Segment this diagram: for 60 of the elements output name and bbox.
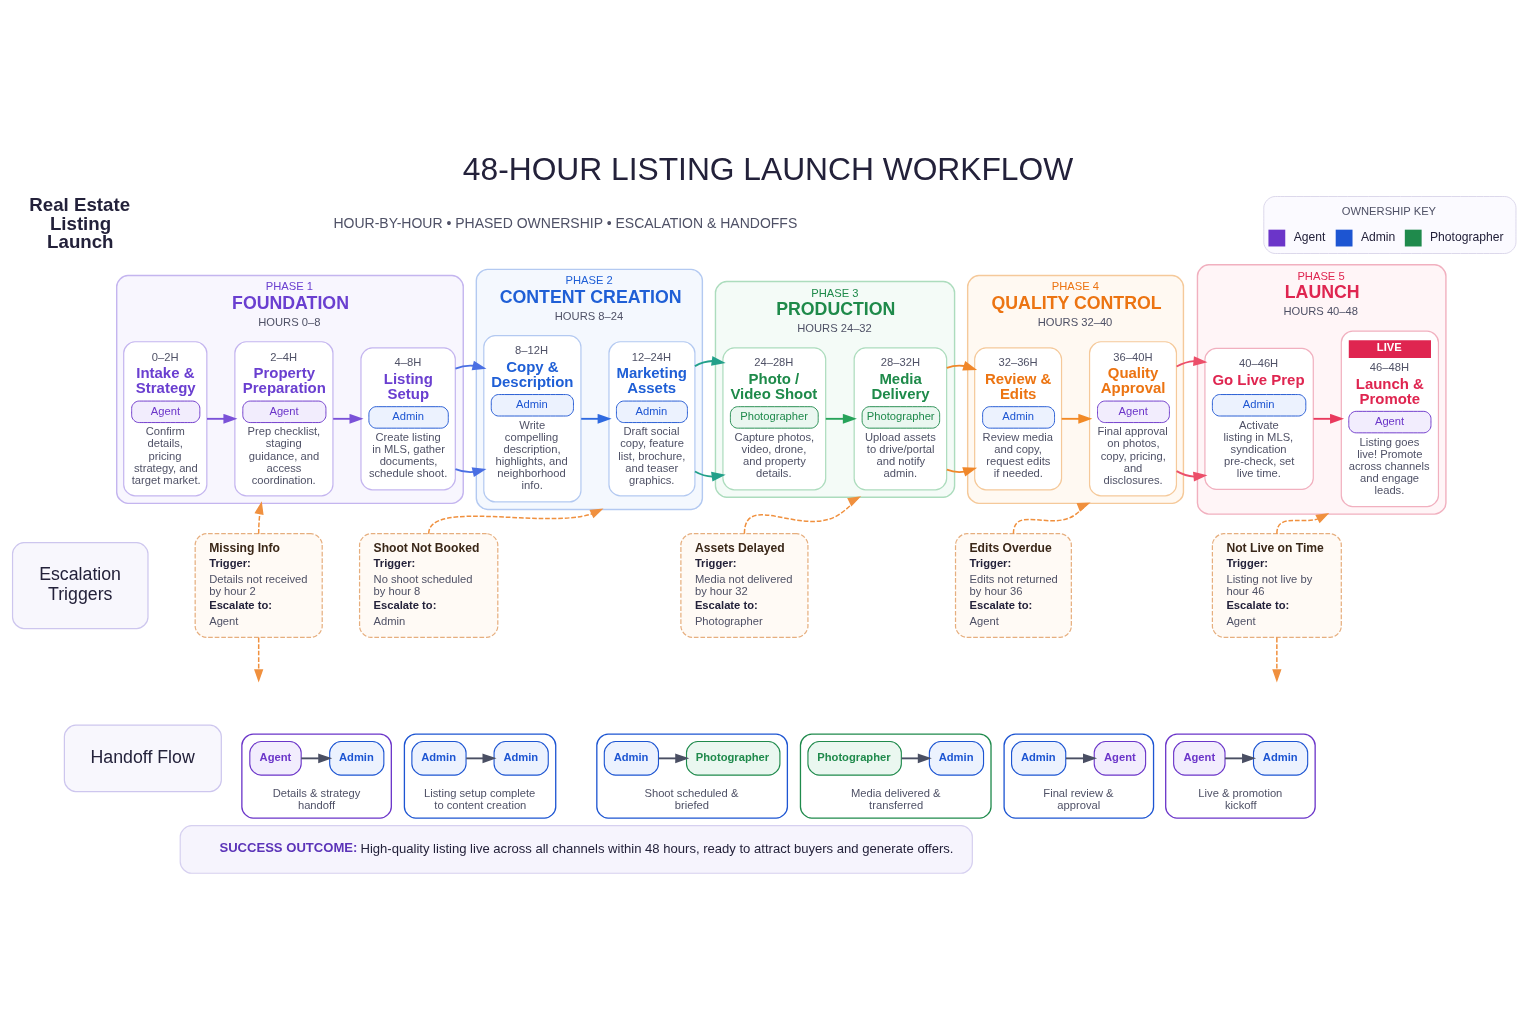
arrow: [254, 636, 264, 683]
node-box: Agent: [1173, 741, 1226, 776]
arrow: [743, 496, 862, 535]
arrow: [580, 413, 612, 424]
node-box: Edits Overdue Trigger: Edits not returned by hour 36 Escalate to: Agent: [954, 533, 1072, 638]
node-box: 0–2H Intake & Strategy Agent Confirm details, pricing strategy, and target market.: [123, 341, 208, 497]
arrow: [427, 508, 604, 535]
arrow: [254, 501, 264, 535]
node-box: Admin: [928, 741, 985, 776]
node-box: Agent: [1093, 741, 1147, 776]
node-box: Admin: [1011, 741, 1067, 776]
arrow: [945, 361, 978, 477]
arrow: [694, 356, 726, 482]
node-box: Escalation Triggers: [11, 542, 149, 630]
node-box: 12–24H Marketing Assets Admin Draft social copy, feature list, brochure, and teaser graphics.: [608, 341, 696, 497]
arrow: [657, 753, 690, 764]
arrow: [300, 753, 333, 764]
node-box: 24–28H Photo / Video Shoot Photographer Capture photos, video, drone, and property details.: [722, 347, 827, 491]
arrow: [206, 413, 238, 424]
node-box: Photographer: [685, 741, 781, 776]
arrow: [332, 413, 364, 424]
node-box: 40–46H Go Live Prep Admin Activate listing in MLS, syndication pre-check, set live time.: [1204, 347, 1314, 490]
arrow: [824, 413, 857, 424]
diagram-title: 48-HOUR LISTING LAUNCH WORKFLOW: [462, 150, 1074, 187]
arrow: [1175, 356, 1208, 482]
node-box: 28–32H Media Delivery Photographer Upload assets to drive/portal and notify admin.: [853, 347, 948, 491]
node-box: Admin: [329, 741, 385, 776]
node-box: SUCCESS OUTCOME: High-quality listing live across all channels within 48 hours, ready to attract buyers and generate offers.: [179, 825, 973, 874]
arrow: [454, 360, 487, 477]
node-box: Admin: [1252, 741, 1309, 776]
node-box: Missing Info Trigger: Details not received by hour 2 Escalate to: Agent: [194, 533, 323, 638]
arrow: [465, 753, 497, 764]
label: HOUR-BY-HOUR • PHASED OWNERSHIP • ESCALATION & HANDOFFS: [333, 214, 798, 231]
arrow: [900, 753, 932, 764]
node-box: 36–40H Quality Approval Agent Final approval on photos, copy, pricing, and disclosures.: [1088, 341, 1178, 497]
node-box: LIVE 46–48H Launch & Promote Agent Listing goes live! Promote across channels and engage leads.: [1340, 330, 1440, 508]
legend-label: Agent: [1293, 230, 1326, 245]
node-box: Shoot Not Booked Trigger: No shoot scheduled by hour 8 Escalate to: Admin: [358, 533, 499, 638]
node-box: 8–12H Copy & Description Admin Write compelling description, highlights, and neighborhood info.: [483, 335, 582, 503]
node-box: Admin: [411, 741, 467, 776]
legend-label: Photographer: [1430, 230, 1504, 245]
node-box: Handoff Flow: [63, 724, 222, 793]
node-box: Admin: [603, 741, 660, 776]
arrow: [1060, 413, 1093, 424]
label: Real Estate Listing Launch: [29, 193, 131, 253]
arrow: [1065, 753, 1098, 764]
node-box: 4–8H Listing Setup Admin Create listing in MLS, gather documents, schedule shoot.: [360, 347, 456, 491]
label: OWNERSHIP KEY: [1341, 205, 1437, 218]
arrow: [1272, 636, 1282, 683]
node-box: Agent: [249, 741, 302, 776]
node-box: Admin: [493, 741, 549, 776]
node-box: 2–4H Property Preparation Agent Prep checklist, staging guidance, and access coordination.: [234, 341, 334, 497]
node-box: Not Live on Time Trigger: Listing not live by hour 46 Escalate to: Agent: [1211, 533, 1342, 638]
node-box: Assets Delayed Trigger: Media not delivered by hour 32 Escalate to: Photographer: [680, 533, 809, 638]
node-box: Photographer: [807, 741, 902, 776]
arrow: [1312, 413, 1345, 424]
arrow: [1224, 753, 1257, 764]
node-box: 32–36H Review & Edits Admin Review media and copy, request edits if needed.: [974, 347, 1063, 491]
legend-label: Admin: [1360, 230, 1396, 245]
arrow: [1276, 513, 1330, 535]
